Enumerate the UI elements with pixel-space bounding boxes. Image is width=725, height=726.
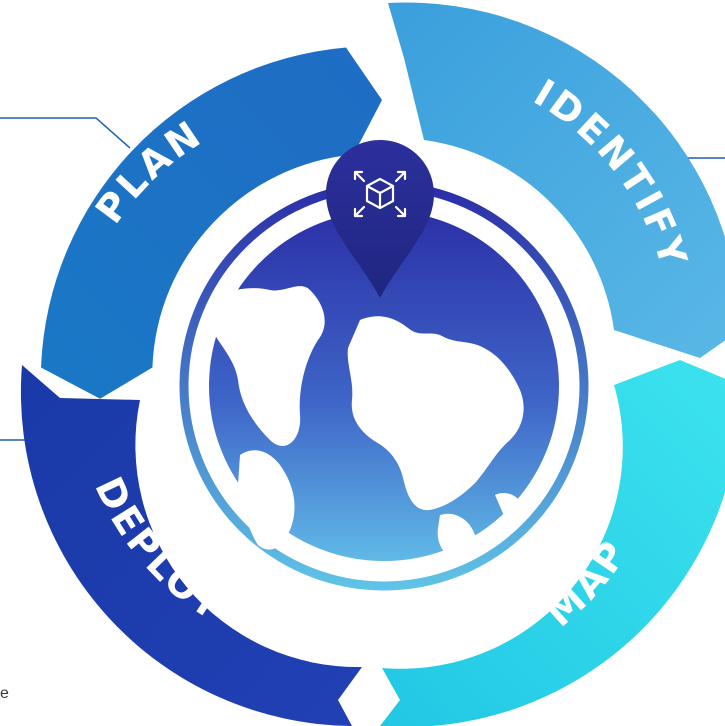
globe-icon <box>179 181 589 591</box>
segment-plan <box>41 47 382 399</box>
segment-identify <box>388 2 725 358</box>
leader-line-plan <box>0 117 131 149</box>
segment-deploy <box>20 365 363 726</box>
cube-expand-icon <box>353 170 407 218</box>
segment-map <box>380 360 725 726</box>
cropped-side-text: e <box>0 685 9 702</box>
location-pin-icon <box>326 140 434 298</box>
